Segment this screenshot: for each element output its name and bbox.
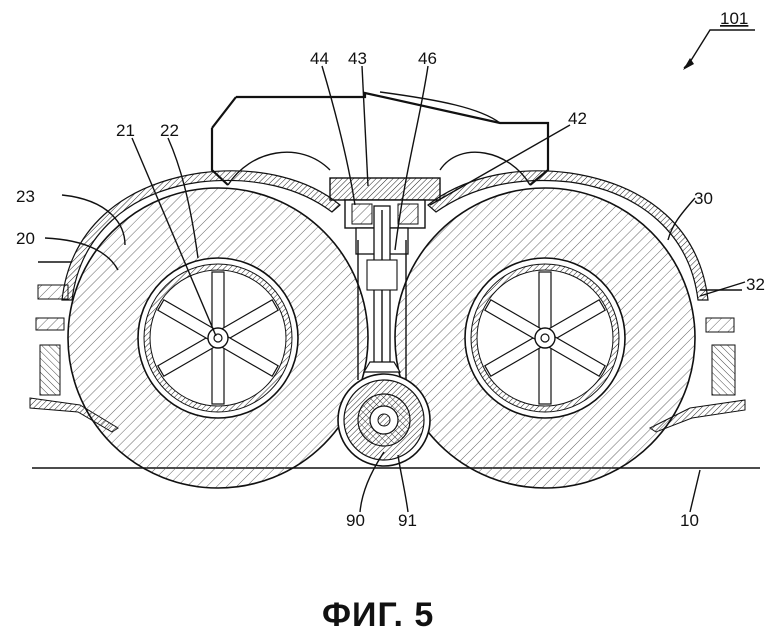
label-42: 42: [568, 109, 587, 128]
right-brush-roller: [395, 188, 695, 488]
upper-housing: [212, 92, 548, 185]
label-44: 44: [310, 49, 329, 68]
label-32: 32: [746, 275, 765, 294]
label-90: 90: [346, 511, 365, 530]
label-23: 23: [16, 187, 35, 206]
label-91: 91: [398, 511, 417, 530]
label-20: 20: [16, 229, 35, 248]
label-22: 22: [160, 121, 179, 140]
label-30: 30: [694, 189, 713, 208]
label-10: 10: [680, 511, 699, 530]
label-101: 101: [720, 9, 748, 28]
left-brush-roller: [68, 188, 368, 488]
label-43: 43: [348, 49, 367, 68]
figure-caption: ФИГ. 5: [322, 596, 434, 634]
label-46: 46: [418, 49, 437, 68]
label-21: 21: [116, 121, 135, 140]
